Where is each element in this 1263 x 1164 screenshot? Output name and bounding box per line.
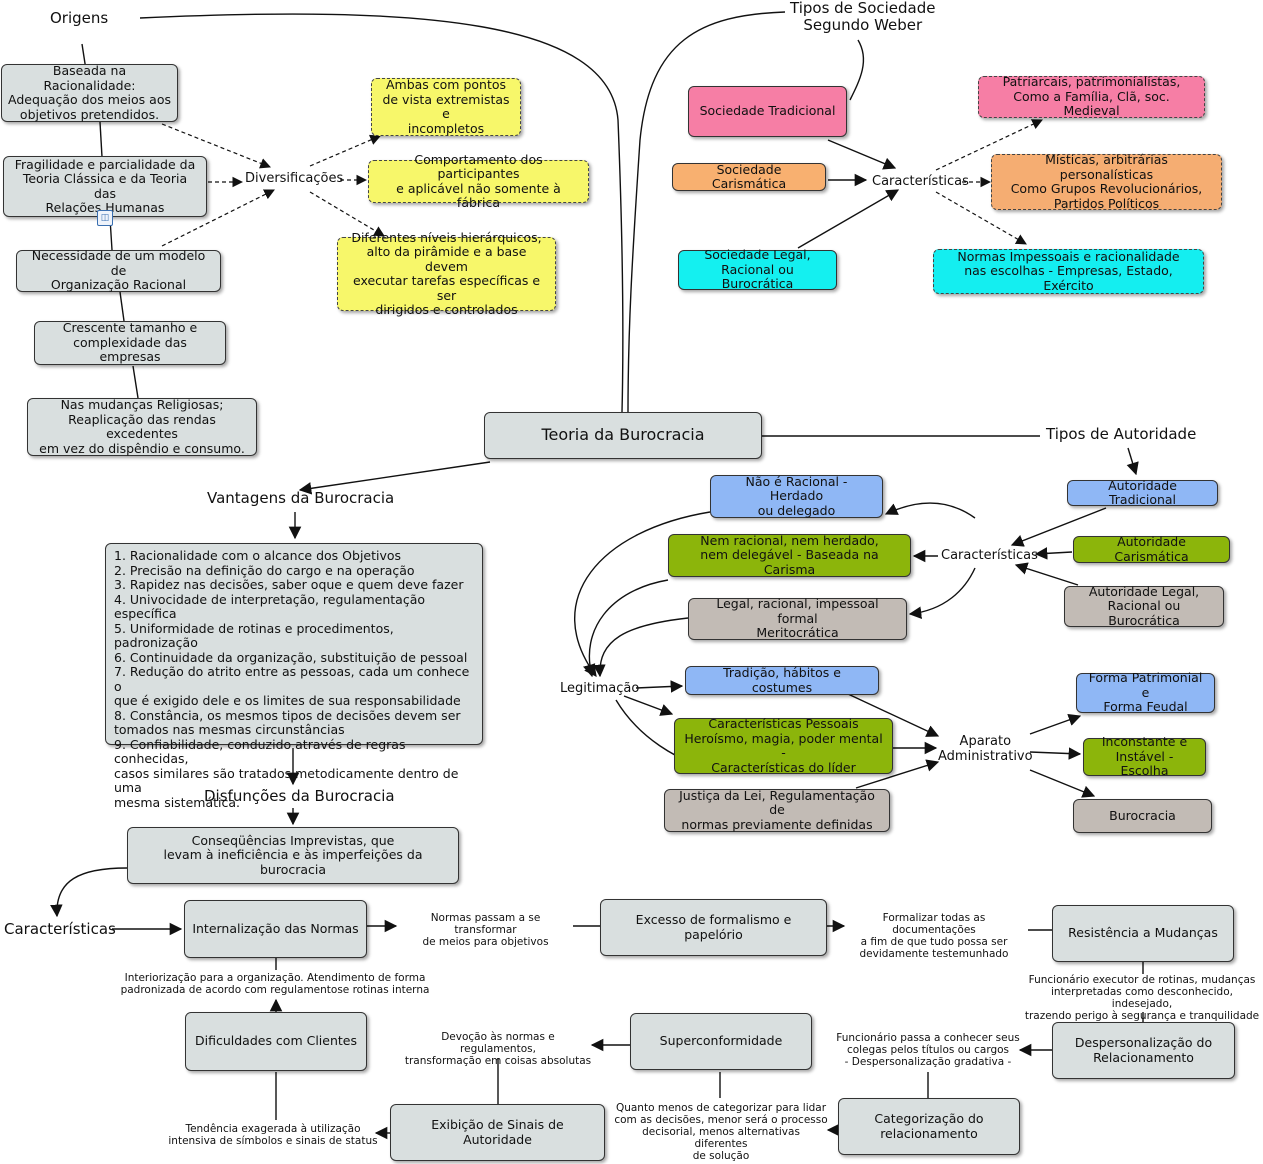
note-funcionario-executor: Funcionário executor de rotinas, mudança… — [1024, 974, 1260, 1022]
autoridade-carismatica[interactable]: Autoridade Carismática — [1073, 534, 1230, 563]
vantagens-title: Vantagens da Burocracia — [207, 489, 395, 507]
note-categorizar: Quanto menos de categorizar para lidar c… — [614, 1102, 828, 1162]
legit-caracteristicas-pessoais[interactable]: Características Pessoais Heroísmo, magia… — [674, 716, 893, 774]
teoria-da-burocracia[interactable]: Teoria da Burocracia — [484, 412, 762, 459]
exibicao-sinais-autoridade[interactable]: Exibição de Sinais de Autoridade — [390, 1104, 605, 1161]
weber-title: Tipos de Sociedade Segundo Weber — [790, 0, 936, 34]
origem-modelo-racional[interactable]: Necessidade de um modelo de Organização … — [16, 249, 221, 292]
trait-nem-racional[interactable]: Nem racional, nem herdado, nem delegável… — [668, 533, 911, 577]
yellow-niveis-hierarquicos[interactable]: Diferentes níveis hierárquicos, alto da … — [337, 230, 556, 317]
sociedade-carismatica[interactable]: Sociedade Carismática — [672, 162, 826, 191]
weber-caracteristicas: Características — [872, 174, 969, 189]
hierarchy-icon[interactable]: ◫ — [97, 210, 113, 226]
trait-legal-racional[interactable]: Legal, racional, impessoal formal Merito… — [688, 597, 907, 640]
note-tendencia-simbolos: Tendência exagerada à utilização intensi… — [168, 1123, 378, 1147]
categorizacao-relacionamento[interactable]: Categorização do relacionamento — [838, 1098, 1020, 1155]
trait-nao-racional[interactable]: Não é Racional - Herdado ou delegado — [710, 474, 883, 518]
resistencia-mudancas[interactable]: Resistência a Mudanças — [1052, 905, 1234, 962]
legit-justica-lei[interactable]: Justiça da Lei, Regulamentação de normas… — [664, 788, 890, 832]
origens-title: Origens — [50, 9, 109, 27]
disfuncoes-title: Disfunções da Burocracia — [204, 787, 395, 805]
note-formalizar: Formalizar todas as documentações a fim … — [859, 912, 1009, 960]
legit-tradicao[interactable]: Tradição, hábitos e costumes — [685, 665, 879, 695]
link-weber-center — [627, 11, 786, 413]
origem-tamanho-empresas[interactable]: Crescente tamanho e complexidade das emp… — [34, 321, 226, 365]
yellow-comportamento[interactable]: Comportamento dos participantes e aplicá… — [368, 152, 589, 210]
aparato-burocracia[interactable]: Burocracia — [1073, 799, 1212, 833]
yellow-extremistas[interactable]: Ambas com pontos de vista extremistas e … — [371, 77, 521, 136]
trait-misticas[interactable]: Místicas, arbitrárias personalísticas Co… — [991, 152, 1222, 210]
note-interiorizacao: Interiorização para a organização. Atend… — [120, 972, 430, 996]
origem-racionalidade[interactable]: Baseada na Racionalidade: Adequação dos … — [1, 63, 178, 122]
aparato-inconstante[interactable]: Inconstante e Instável - Escolha — [1083, 735, 1206, 778]
sociedade-tradicional[interactable]: Sociedade Tradicional — [688, 86, 847, 137]
origem-mudancas-religiosas[interactable]: Nas mudanças Religiosas; Reaplicação das… — [27, 397, 257, 456]
autoridade-tradicional[interactable]: Autoridade Tradicional — [1067, 478, 1218, 507]
internalizacao-normas[interactable]: Internalização das Normas — [184, 900, 367, 958]
origem-fragilidade[interactable]: Fragilidade e parcialidade da Teoria Clá… — [3, 156, 207, 217]
vantagens-list[interactable]: 1. Racionalidade com o alcance dos Objet… — [105, 543, 483, 809]
note-funcionario-titulos: Funcionário passa a conhecer seus colega… — [836, 1032, 1020, 1068]
dificuldades-clientes[interactable]: Dificuldades com Clientes — [185, 1012, 367, 1071]
note-devocao-normas: Devoção às normas e regulamentos, transf… — [404, 1031, 592, 1067]
link-origens-center — [139, 13, 624, 413]
sociedade-legal[interactable]: Sociedade Legal, Racional ou Burocrática — [678, 248, 837, 291]
despersonalizacao-relacionamento[interactable]: Despersonalização do Relacionamento — [1052, 1022, 1235, 1079]
trait-normas-impessoais[interactable]: Normas Impessoais e racionalidade nas es… — [933, 249, 1204, 294]
diversificacoes-label: Diversificações — [245, 171, 344, 186]
aparato-patrimonial[interactable]: Forma Patrimonial e Forma Feudal — [1076, 671, 1215, 714]
excesso-formalismo[interactable]: Excesso de formalismo e papelório — [600, 899, 827, 956]
autoridade-caracteristicas: Características — [941, 548, 1038, 563]
autoridade-title: Tipos de Autoridade — [1046, 425, 1197, 443]
disfuncoes-caracteristicas: Características — [4, 920, 116, 938]
autoridade-legal[interactable]: Autoridade Legal, Racional ou Burocrátic… — [1064, 584, 1224, 628]
aparato-label: Aparato Administrativo — [938, 734, 1033, 764]
trait-patriarcais[interactable]: Patriarcais, patrimonialistas, Como a Fa… — [978, 75, 1205, 118]
legitimacao-label: Legitimação — [560, 681, 640, 696]
note-normas-objetivos: Normas passam a se transformar de meios … — [422, 912, 549, 948]
superconformidade[interactable]: Superconformidade — [630, 1013, 812, 1070]
consequencias-imprevistas[interactable]: Conseqüências Imprevistas, que levam à i… — [127, 827, 459, 884]
